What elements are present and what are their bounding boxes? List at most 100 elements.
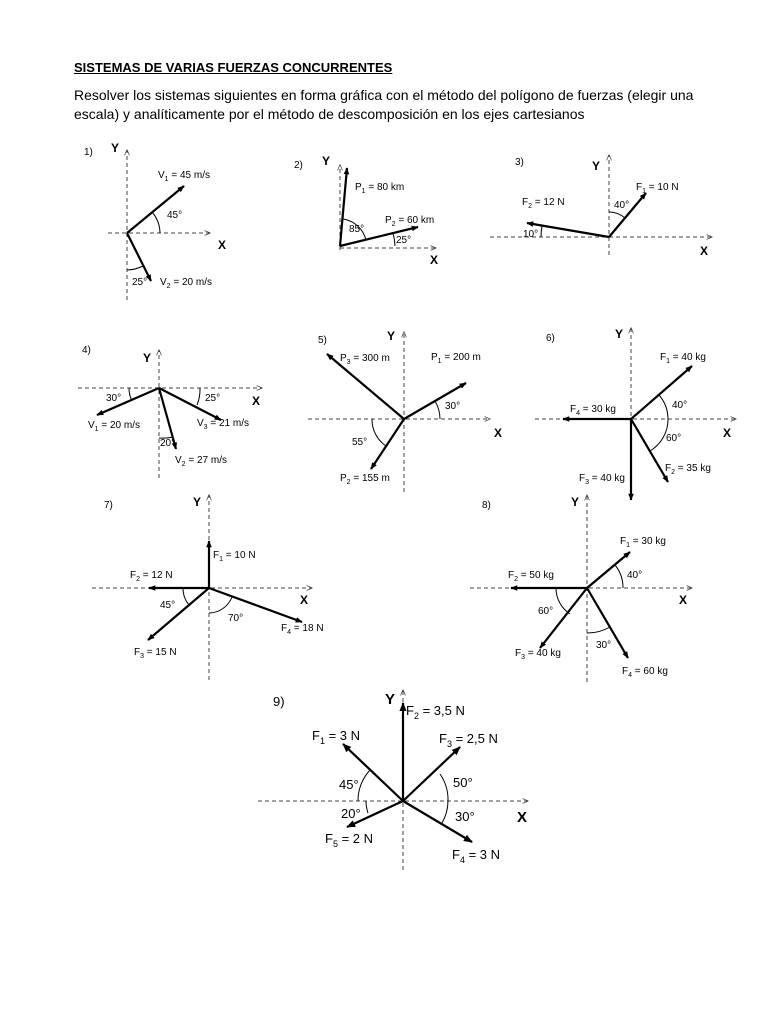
vector-label-p1: P1 = 200 m xyxy=(431,352,481,365)
vector-label-f1: F1 = 10 N xyxy=(213,550,256,563)
x-axis-label: X xyxy=(723,426,731,440)
angle-arc xyxy=(208,596,233,614)
vector-label-p3: P3 = 300 m xyxy=(340,353,390,366)
diagram-3: 3) Y X F1 = 10 N F2 = 12 N 40° 10° xyxy=(490,155,712,258)
vector-f3 xyxy=(147,587,210,641)
angle-arc xyxy=(182,587,190,606)
angle-label: 85° xyxy=(349,224,364,235)
problem-5-number: 5) xyxy=(318,335,327,346)
vector-f1 xyxy=(586,551,631,589)
vector-p2 xyxy=(370,418,405,470)
problem-9-number: 9) xyxy=(273,694,285,709)
angle-arc xyxy=(439,773,449,802)
vector-label-f4: F4 = 60 kg xyxy=(622,666,668,679)
diagram-5: 5) Y X P3 = 300 m P1 = 200 m P2 = 155 m … xyxy=(308,329,502,492)
angle-label: 60° xyxy=(538,606,553,617)
vector-f2 xyxy=(526,221,610,239)
vector-label-f1: F1 = 10 N xyxy=(636,182,679,195)
angle-arc xyxy=(365,800,369,814)
angle-label: 30° xyxy=(445,401,460,412)
diagram-1: 1) Y X V1 = 45 m/s V2 = 20 m/s 45° 25° xyxy=(84,141,226,300)
problem-3-number: 3) xyxy=(515,157,524,168)
vector-f2 xyxy=(630,418,669,483)
vector-label-p1: P1 = 80 km xyxy=(355,182,404,195)
y-axis-label: Y xyxy=(615,327,623,341)
vector-f4 xyxy=(402,800,473,843)
vector-label-f1: F1 = 3 N xyxy=(312,728,360,746)
vector-label-f4: F4 = 30 kg xyxy=(570,404,616,417)
vector-label-v2: V2 = 20 m/s xyxy=(160,277,212,290)
vector-label-v1: V1 = 20 m/s xyxy=(88,420,140,433)
problem-1-number: 1) xyxy=(84,147,93,158)
diagram-6: 6) Y X F1 = 40 kg F4 = 30 kg F2 = 35 kg … xyxy=(535,327,736,501)
vector-label-f2: F2 = 50 kg xyxy=(508,570,554,583)
angle-label: 70° xyxy=(228,613,243,624)
vector-label-f1: F1 = 40 kg xyxy=(660,352,706,365)
y-axis-label: Y xyxy=(592,159,600,173)
vector-p1 xyxy=(338,167,350,247)
angle-arc xyxy=(614,564,624,589)
vector-v3 xyxy=(158,387,222,421)
angle-label: 25° xyxy=(396,235,411,246)
angle-label: 30° xyxy=(596,640,611,651)
angle-label: 20° xyxy=(341,806,361,821)
angle-label: 10° xyxy=(523,229,538,240)
vector-label-f4: F4 = 18 N xyxy=(281,623,324,636)
angle-arc xyxy=(196,387,201,406)
diagram-8: 8) Y X F1 = 30 kg F2 = 50 kg F3 = 40 kg … xyxy=(470,495,692,682)
vector-f1 xyxy=(608,192,647,238)
angle-arc xyxy=(392,232,396,247)
angle-arc xyxy=(441,800,449,824)
problem-8-number: 8) xyxy=(482,500,491,511)
problem-7-number: 7) xyxy=(104,500,113,511)
vector-f1 xyxy=(342,743,404,802)
y-axis-label: Y xyxy=(387,329,395,343)
angle-arc xyxy=(586,626,611,634)
x-axis-label: X xyxy=(300,593,308,607)
diagram-7: 7) Y X F1 = 10 N F2 = 12 N F3 = 15 N F4 … xyxy=(92,495,324,680)
angle-label: 25° xyxy=(132,277,147,288)
vector-label-f3: F3 = 2,5 N xyxy=(439,731,498,749)
vector-v1 xyxy=(126,185,185,234)
vector-f4 xyxy=(208,586,303,624)
x-axis-label: X xyxy=(494,426,502,440)
vector-label-f5: F5 = 2 N xyxy=(325,831,373,849)
vector-label-f1: F1 = 30 kg xyxy=(620,536,666,549)
vector-label-f2: F2 = 3,5 N xyxy=(406,703,465,721)
x-axis-label: X xyxy=(679,593,687,607)
angle-arc xyxy=(649,418,669,452)
angle-label: 60° xyxy=(666,433,681,444)
angle-label: 40° xyxy=(672,400,687,411)
angle-label: 50° xyxy=(453,775,473,790)
y-axis-label: Y xyxy=(322,154,330,168)
problem-2-number: 2) xyxy=(294,160,303,171)
diagram-2: 2) Y X P1 = 80 km P2 = 60 km 85° 25° xyxy=(294,154,438,267)
vector-label-v1: V1 = 45 m/s xyxy=(158,170,210,183)
vector-label-f2: F2 = 12 N xyxy=(522,197,565,210)
angle-label: 55° xyxy=(352,437,367,448)
vector-f5 xyxy=(346,800,404,828)
angle-arc xyxy=(357,768,372,802)
angle-label: 45° xyxy=(339,777,359,792)
instructions-paragraph: Resolver los sistemas siguientes en form… xyxy=(74,87,694,122)
y-axis-label: Y xyxy=(385,691,395,708)
angle-label: 30° xyxy=(455,809,475,824)
angle-arc xyxy=(158,436,174,439)
angle-arc xyxy=(555,587,571,615)
angle-arc xyxy=(608,211,626,219)
vector-label-f3: F3 = 15 N xyxy=(134,647,177,660)
vector-label-p2: P2 = 60 km xyxy=(385,215,434,228)
vector-label-v3: V3 = 21 m/s xyxy=(197,418,249,431)
problem-6-number: 6) xyxy=(546,333,555,344)
diagram-4: 4) Y X V1 = 20 m/s V2 = 27 m/s V3 = 21 m… xyxy=(78,345,262,478)
angle-arc xyxy=(128,387,133,402)
angle-label: 45° xyxy=(167,210,182,221)
x-axis-label: X xyxy=(430,253,438,267)
angle-label: 40° xyxy=(614,200,629,211)
diagram-9: 9) Y X F2 = 3,5 N F1 = 3 N F3 = 2,5 N F5… xyxy=(258,690,528,870)
y-axis-label: Y xyxy=(111,141,119,155)
vector-label-p2: P2 = 155 m xyxy=(340,473,390,486)
x-axis-label: X xyxy=(252,394,260,408)
angle-label: 45° xyxy=(160,600,175,611)
vector-f1 xyxy=(630,365,693,420)
